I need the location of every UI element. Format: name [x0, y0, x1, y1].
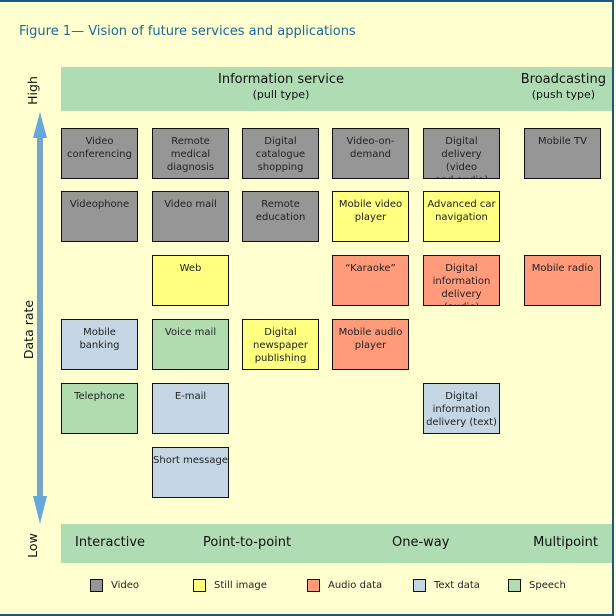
service-box-karaoke: “Karaoke”: [332, 255, 409, 306]
legend-swatch: [413, 579, 426, 592]
legend-item-still-image: Still image: [193, 579, 267, 592]
legend-label: Speech: [529, 580, 566, 591]
arrow-shaft: [37, 134, 43, 502]
arrow-head-up: [33, 112, 47, 138]
communication-type-band: Interactive Point-to-point One-way Multi…: [61, 524, 612, 563]
legend-label: Text data: [434, 580, 480, 591]
service-box-mobile-banking: Mobile banking: [61, 319, 138, 370]
service-box-mobile-radio: Mobile radio: [524, 255, 601, 306]
legend-label: Audio data: [328, 580, 383, 591]
service-type-band: Information service (pull type) Broadcas…: [61, 67, 612, 111]
legend-swatch: [90, 579, 103, 592]
service-box-short-message: Short message: [152, 447, 229, 498]
broadcasting-subtitle: (push type): [531, 88, 596, 101]
service-box-web: Web: [152, 255, 229, 306]
legend-swatch: [508, 579, 521, 592]
information-service-subtitle: (pull type): [252, 88, 310, 101]
legend-label: Still image: [214, 580, 267, 591]
service-box-telephone: Telephone: [61, 383, 138, 434]
service-box-videophone: Videophone: [61, 191, 138, 242]
service-box-video-mail: Video mail: [152, 191, 229, 242]
axis-high-label: High: [24, 76, 40, 105]
information-service-label: Information service (pull type): [61, 72, 501, 102]
broadcasting-title: Broadcasting: [520, 72, 606, 87]
interactive-label: Interactive: [75, 535, 146, 550]
multipoint-label: Multipoint: [533, 535, 598, 550]
legend-item-text-data: Text data: [413, 579, 480, 592]
service-box-video-on-demand: Video-on-demand: [332, 128, 409, 179]
legend-swatch: [193, 579, 206, 592]
legend-item-audio-data: Audio data: [307, 579, 382, 592]
service-box-voice-mail: Voice mail: [152, 319, 229, 370]
information-service-title: Information service: [218, 72, 344, 87]
legend-item-speech: Speech: [508, 579, 566, 592]
legend-item-video: Video: [90, 579, 139, 592]
arrow-head-down: [33, 496, 47, 524]
service-box-digital-delivery-video-and-audio: Digital delivery(videoand audio): [423, 128, 500, 179]
legend-label: Video: [111, 580, 140, 591]
figure-title: Figure 1— Vision of future services and …: [19, 24, 356, 39]
legend-swatch: [307, 579, 320, 592]
data-rate-arrow-icon: [33, 112, 47, 524]
service-box-e-mail: E-mail: [152, 383, 229, 434]
service-box-mobile-tv: Mobile TV: [524, 128, 601, 179]
one-way-label: One-way: [392, 535, 450, 550]
axis-low-label: Low: [24, 533, 40, 558]
point-to-point-label: Point-to-point: [203, 535, 292, 550]
broadcasting-label: Broadcasting (push type): [521, 72, 606, 102]
